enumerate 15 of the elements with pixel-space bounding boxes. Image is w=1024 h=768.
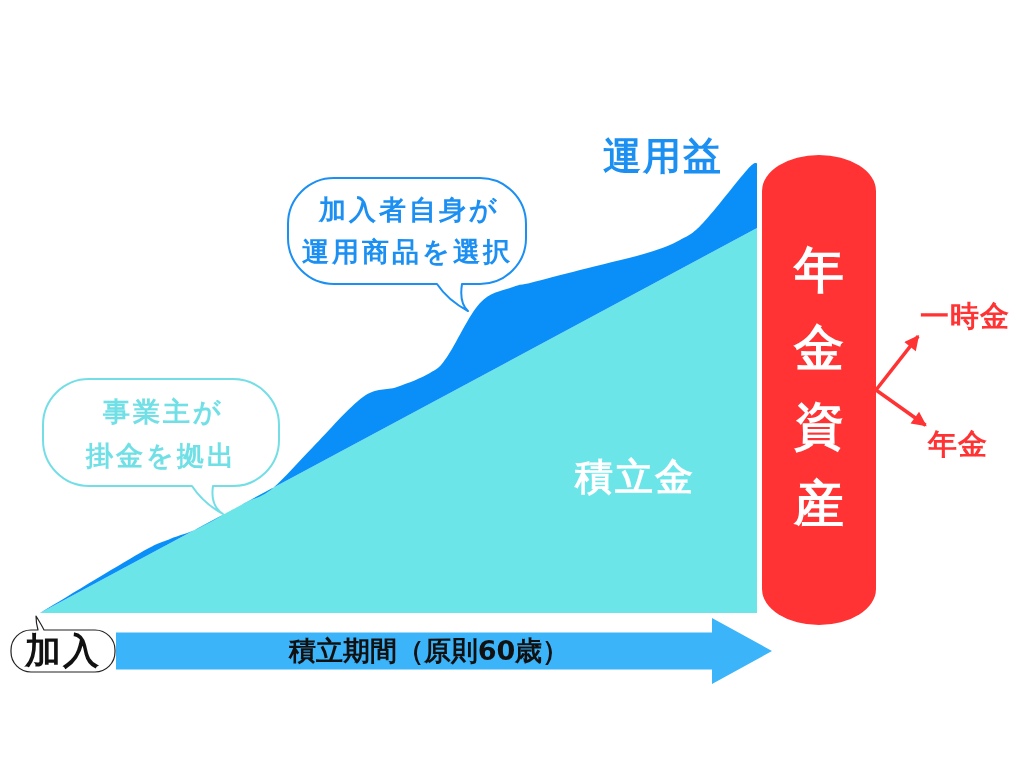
branch-label: 一時金 [920,299,1010,334]
branch-label: 年金 [928,427,988,462]
speech-bubble [287,177,527,313]
arrow [875,388,927,427]
block-arrow [116,618,772,684]
speech-bubble [42,378,280,516]
bubble-text: 加入 [25,629,101,673]
bubble-text: 事業主が掛金を拠出 [84,395,238,473]
edge-label: 積立期間（原則60歳） [288,634,570,668]
area-label: 運用益 [603,134,723,180]
column-text: 年金資産 [792,240,845,535]
bubble-text: 加入者自身が運用商品を選択 [300,193,514,269]
area-label: 積立金 [575,455,695,501]
arrow [874,335,920,392]
speech-bubble [10,614,116,674]
